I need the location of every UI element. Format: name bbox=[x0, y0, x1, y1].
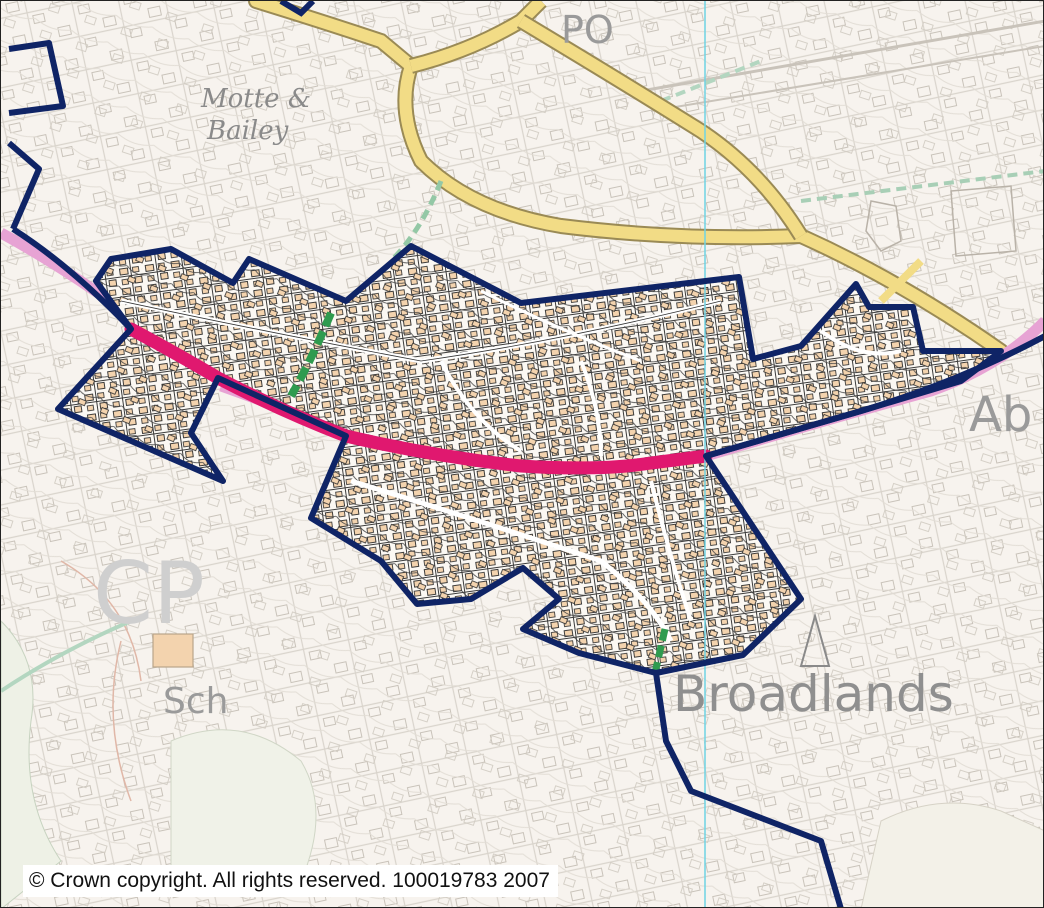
internal-street bbox=[480, 289, 642, 363]
main-road bbox=[250, 1, 1007, 357]
school-building bbox=[152, 633, 194, 668]
boundary-south bbox=[653, 672, 844, 907]
landmark-triangle bbox=[799, 612, 831, 667]
building-outline bbox=[950, 185, 1017, 257]
railway-line bbox=[640, 19, 1043, 93]
map-label-po: PO bbox=[561, 8, 614, 52]
highlighted-area-overlay bbox=[58, 246, 1001, 673]
internal-street bbox=[439, 360, 523, 453]
footpath-highlighted bbox=[651, 628, 669, 674]
internal-street bbox=[350, 478, 674, 643]
green-track bbox=[660, 59, 762, 103]
internal-street bbox=[649, 480, 693, 622]
internal-street bbox=[819, 329, 902, 356]
railway-line bbox=[650, 45, 1043, 112]
map-label-sch: Sch bbox=[163, 681, 228, 722]
building-outline bbox=[865, 200, 902, 252]
map-label-bailey: Bailey bbox=[206, 116, 289, 146]
boundary-west bbox=[7, 140, 42, 231]
map-label-ab: Ab bbox=[969, 387, 1032, 443]
park-area bbox=[170, 729, 317, 882]
side-road bbox=[878, 258, 924, 304]
open-land bbox=[1, 620, 62, 907]
green-track bbox=[1, 619, 132, 693]
boundary-northwest bbox=[8, 40, 66, 116]
internal-street-edge bbox=[120, 300, 722, 362]
contour-line bbox=[60, 560, 142, 682]
copyright-notice: © Crown copyright. All rights reserved. … bbox=[23, 865, 558, 897]
boundary-east bbox=[705, 333, 1043, 459]
internal-street bbox=[579, 360, 603, 457]
map-label-cp: CP bbox=[93, 544, 205, 644]
main-road bbox=[409, 1, 546, 72]
main-road bbox=[517, 15, 807, 240]
map-label-broadlands: Broadlands bbox=[673, 665, 954, 723]
boundary-north bbox=[279, 1, 316, 17]
contour-line bbox=[112, 640, 132, 802]
footpath-highlighted bbox=[287, 311, 335, 398]
footpath bbox=[800, 169, 1043, 203]
open-land-east bbox=[860, 802, 1043, 907]
map-label-motte: Motte & bbox=[200, 84, 311, 114]
